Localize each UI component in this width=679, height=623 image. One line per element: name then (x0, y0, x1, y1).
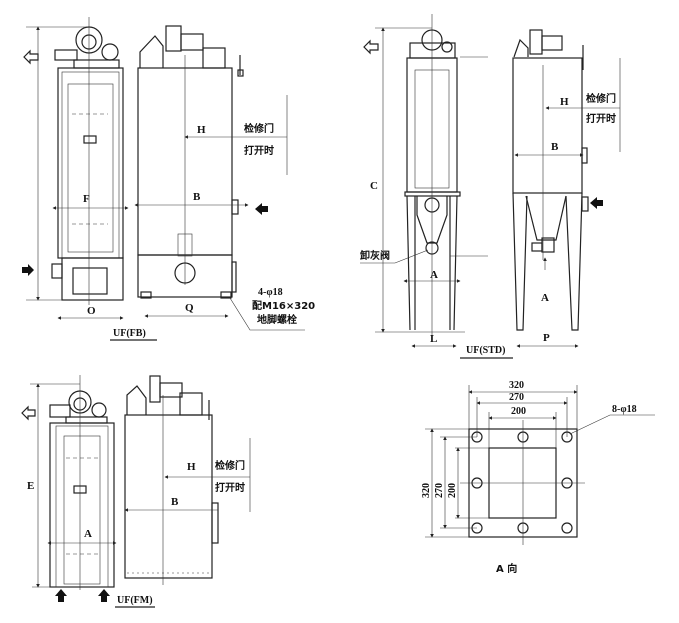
fm-door-label-2: 打开时 (215, 481, 245, 494)
fm-dim-a: A (84, 528, 92, 540)
fm-dim-b: B (171, 496, 179, 508)
flange-width-inner: 200 (511, 406, 526, 417)
fb-dim-b: B (193, 191, 201, 203)
fm-dim-e: E (27, 480, 34, 492)
flange-view (425, 385, 655, 545)
std-dim-a-side: A (541, 292, 549, 304)
std-dim-h: H (560, 96, 569, 108)
std-dim-c: C (370, 180, 378, 192)
std-valve-label: 卸灰阀 (360, 249, 390, 262)
std-front-view (360, 14, 488, 348)
flange-width-mid: 270 (509, 392, 524, 403)
fb-bolt-note-1: 4-φ18 (258, 287, 283, 298)
fb-door-label-1: 检修门 (244, 122, 274, 135)
flange-height-mid: 270 (434, 483, 445, 498)
fb-dim-o: O (87, 305, 96, 317)
fb-caption: UF(FB) (113, 328, 146, 339)
flange-caption: A 向 (496, 562, 517, 575)
std-caption: UF(STD) (466, 345, 505, 356)
std-dim-p: P (543, 332, 550, 344)
std-door-label-2: 打开时 (586, 112, 616, 125)
fb-door-label-2: 打开时 (244, 144, 274, 157)
flange-width-outer: 320 (509, 380, 524, 391)
flange-height-outer: 320 (421, 483, 432, 498)
fb-bolt-note-2: 配M16×320 (252, 300, 315, 312)
inlet-arrow-icon (55, 589, 67, 602)
std-dim-l: L (430, 333, 437, 345)
fm-front-view (21, 375, 117, 602)
fm-door-label-1: 检修门 (215, 459, 245, 472)
fm-dim-h: H (187, 461, 196, 473)
std-dim-a-front: A (430, 269, 438, 281)
fb-front-view (22, 17, 129, 320)
inlet-arrow-icon (255, 203, 268, 215)
flange-height-inner: 200 (447, 483, 458, 498)
fb-dim-q: Q (185, 302, 194, 314)
inlet-arrow-icon (590, 197, 603, 209)
fb-dim-f: F (83, 193, 90, 205)
fb-dim-h: H (197, 124, 206, 136)
outlet-arrow-icon (23, 49, 39, 65)
inlet-arrow-icon (22, 264, 34, 276)
std-door-label-1: 检修门 (586, 92, 616, 105)
std-dim-b: B (551, 141, 559, 153)
fm-side-view (124, 375, 251, 585)
inlet-arrow-icon (98, 589, 110, 602)
outlet-arrow-icon (21, 405, 36, 421)
flange-holes-note: 8-φ18 (612, 404, 637, 415)
outlet-arrow-icon (363, 39, 379, 55)
std-side-view (512, 29, 621, 348)
fb-bolt-note-3: 地脚螺栓 (257, 313, 297, 326)
fb-side-view (134, 25, 305, 331)
fm-caption: UF(FM) (117, 595, 153, 606)
